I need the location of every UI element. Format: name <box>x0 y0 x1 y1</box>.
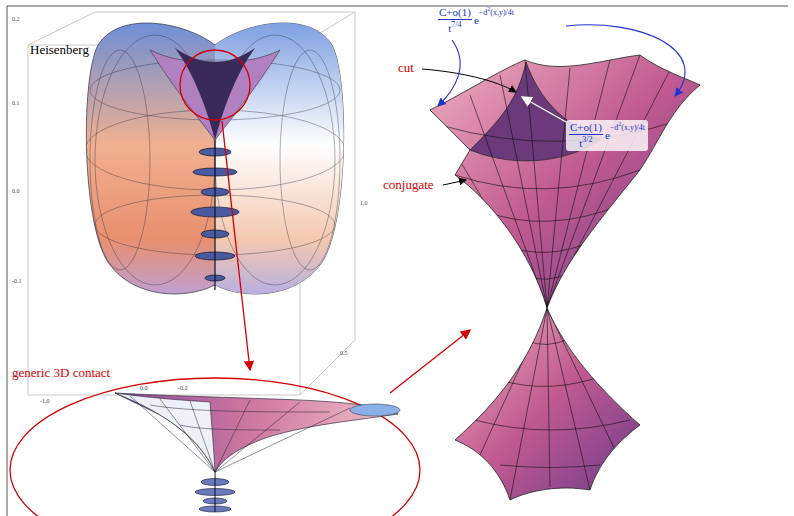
inset-surface <box>115 393 400 512</box>
leader-arrow <box>522 97 566 122</box>
denominator: t3/2 <box>569 135 603 150</box>
numerator: C+o(1) <box>438 6 472 20</box>
grid-line <box>475 338 630 468</box>
inset-caption: generic 3D contact <box>12 366 110 380</box>
axis-tick: 0.0 <box>12 188 20 195</box>
lower-grid <box>455 308 640 500</box>
plot-box <box>28 12 355 395</box>
inset-ellipse <box>10 378 420 516</box>
grid-line <box>455 308 640 500</box>
grid-line <box>130 396 350 472</box>
grid-line <box>90 50 150 270</box>
leader-arrow <box>438 40 460 106</box>
exponent: −d <box>610 123 619 132</box>
grid-line <box>150 405 330 430</box>
spine <box>214 140 215 290</box>
exponent: −d <box>479 8 488 17</box>
axis-tick: 0.0 <box>140 385 148 392</box>
axis-tick: -1.0 <box>40 398 50 405</box>
grid-line <box>440 120 680 279</box>
lower-cone <box>455 308 640 500</box>
frame-border <box>7 6 788 516</box>
axis-tick: 1.0 <box>360 200 368 207</box>
torus-cusp-dark <box>175 48 255 140</box>
variable: t <box>579 137 582 149</box>
leader-arrow <box>566 25 685 96</box>
zoom-arrow <box>390 330 470 393</box>
denominator: t7/4 <box>438 20 472 35</box>
funnel-left <box>115 393 215 472</box>
plot-title: Heisenberg <box>30 43 89 57</box>
exponent-group: −d2(x,y)/4t <box>610 123 645 132</box>
upper-grid <box>430 55 700 308</box>
spine <box>215 472 216 512</box>
exponent: (x,y)/4t <box>490 8 514 17</box>
numerator: C+o(1) <box>569 121 603 135</box>
axis-tick: 0.1 <box>12 100 20 107</box>
axis-tick: -0.2 <box>178 385 188 392</box>
conjugate-label: conjugate <box>383 178 434 192</box>
exponent: (x,y)/4t <box>621 123 645 132</box>
asymptotic-formula: C+o(1)t7/4e−d2(x,y)/4t <box>438 6 514 35</box>
asymptotic-formula: C+o(1)t3/2e−d2(x,y)/4t <box>566 120 648 151</box>
axis-tick: 0.2 <box>12 16 20 23</box>
grid-line <box>430 55 700 308</box>
cut-label: cut <box>398 61 414 75</box>
exponent: 3/2 <box>582 135 592 144</box>
fraction: C+o(1)t7/4 <box>438 6 472 34</box>
exponent: 2 <box>618 121 621 127</box>
grid-line <box>280 50 340 270</box>
axis-tick: -0.1 <box>12 278 22 285</box>
leader-arrow <box>443 180 466 185</box>
exponent: 7/4 <box>451 20 461 29</box>
torus-left <box>86 23 343 294</box>
exponent-group: −d2(x,y)/4t <box>479 8 514 17</box>
heisenberg-surface <box>85 23 345 294</box>
fraction: C+o(1)t3/2 <box>569 121 603 149</box>
box-edge <box>28 12 355 395</box>
variable: t <box>448 22 451 34</box>
exponent: 2 <box>487 6 490 12</box>
leader-arrow <box>422 69 516 92</box>
zoom-arrow <box>222 121 250 370</box>
wing <box>350 404 400 416</box>
exponential: e <box>474 14 479 26</box>
box-edge <box>28 12 355 395</box>
funnel-grid <box>130 396 350 472</box>
highlight-circle <box>180 50 250 120</box>
funnel <box>115 393 398 472</box>
axis-tick: 0.5 <box>340 350 348 357</box>
cut-locus <box>470 62 600 161</box>
exponential: e <box>605 129 610 141</box>
hourglass-surface <box>430 55 700 500</box>
upper-cone <box>430 55 700 308</box>
